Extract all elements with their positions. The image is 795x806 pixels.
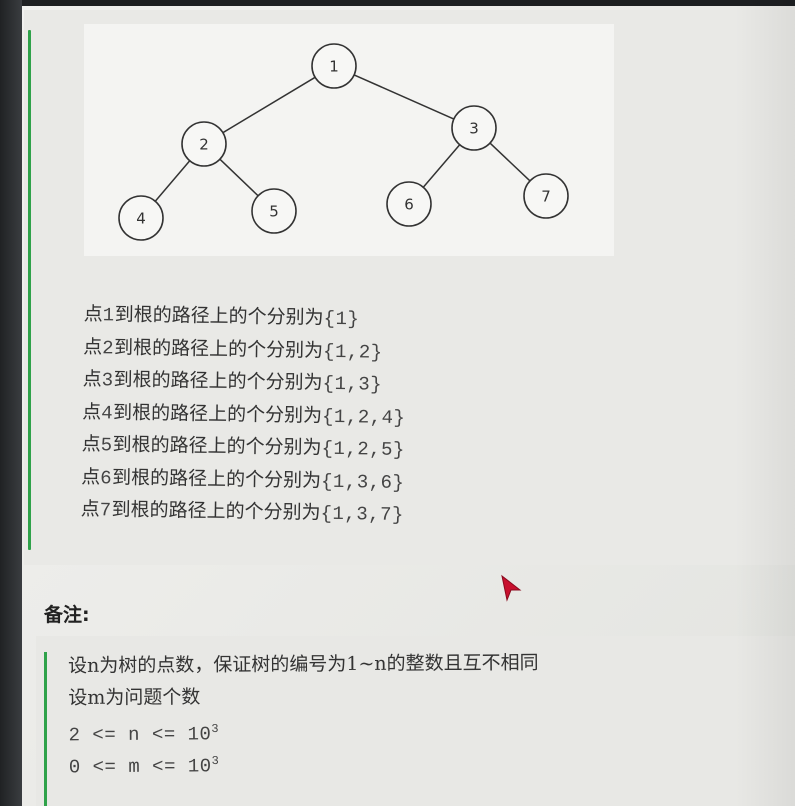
tree-node-7: 7 [523,173,569,219]
tree-node-label-3: 3 [469,120,479,138]
note-line-2: 设m为问题个数 [68,686,201,709]
path-list: 点1到根的路径上的个分别为{1} 点2到根的路径上的个分别为{1,2} 点3到根… [80,298,683,535]
tree-edge-1-3 [353,74,455,120]
tree-node-label-7: 7 [541,188,551,206]
tree-edge-2-5 [219,158,259,197]
tree-node-3: 3 [451,105,497,151]
note-line-4: 0 <= m <= 103 [68,753,220,779]
tree-diagram: 1 2 3 4 5 6 7 [84,24,614,256]
note-line-3: 2 <= n <= 103 [68,721,220,747]
notes-title: 备注: [44,604,90,626]
tree-svg: 1 2 3 4 5 6 7 [118,43,569,241]
tree-node-label-2: 2 [199,136,209,154]
tree-edge-3-7 [489,142,531,182]
mouse-cursor-icon [500,574,524,606]
notes-accent-bar [44,652,47,806]
tree-node-4: 4 [118,195,164,241]
monitor-bezel-top [0,0,795,6]
screen-shade [735,0,795,806]
monitor-bezel-left [0,0,22,806]
tree-node-label-5: 5 [269,203,279,221]
tree-node-6: 6 [386,181,432,227]
example-blockquote: 1 2 3 4 5 6 7 点1到根的路径上的个分别为{1} 点2到根的路径上的个分别为{1… [24,10,795,565]
tree-edge-1-2 [222,76,316,134]
tree-node-label-4: 4 [136,210,146,228]
tree-node-label-6: 6 [404,196,414,214]
tree-edge-2-4 [154,160,191,202]
tree-node-1: 1 [311,43,357,89]
tree-node-5: 5 [251,188,297,234]
blockquote-accent-bar [28,30,31,550]
note-line-1: 设n为树的点数，保证树的编号为1~n的整数且互不相同 [68,651,539,677]
notes-content: 设n为树的点数，保证树的编号为1~n的整数且互不相同 设m为问题个数 2 <= … [68,647,539,779]
tree-node-label-1: 1 [329,58,339,76]
notes-blockquote: 设n为树的点数，保证树的编号为1~n的整数且互不相同 设m为问题个数 2 <= … [36,636,795,806]
tree-edge-3-6 [422,144,461,188]
tree-node-2: 2 [181,121,227,167]
